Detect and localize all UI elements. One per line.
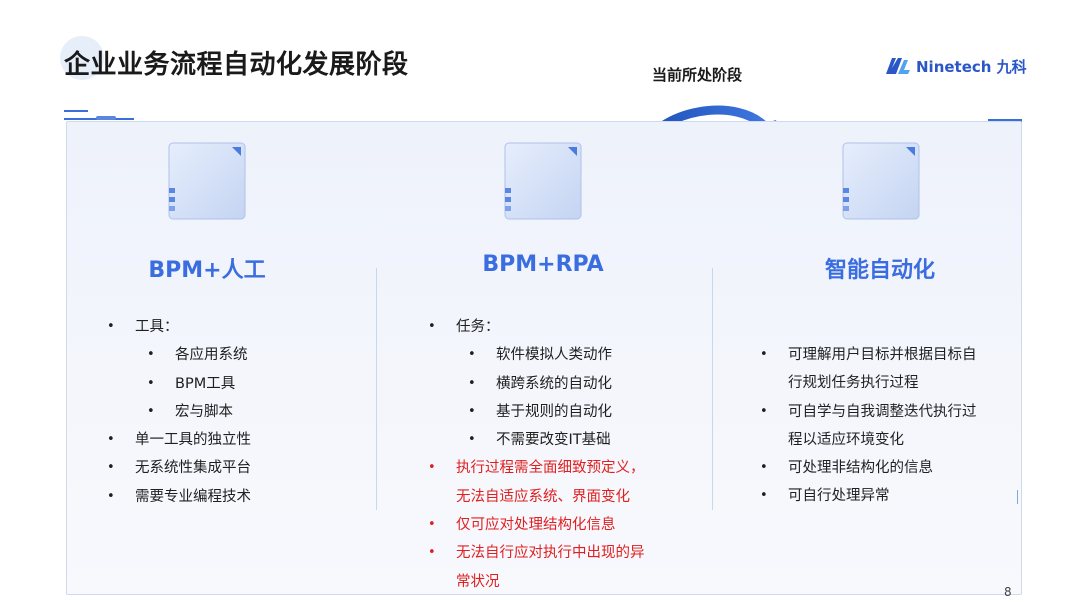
- list-item: 行规划任务执行过程: [788, 375, 919, 392]
- bullet-list-bpm-rpa: 任务： 软件模拟人类动作 横跨系统的自动化 基于规则的自动化 不需要改变IT基础…: [428, 313, 698, 596]
- column-title-intelligent-automation: 智能自动化: [824, 258, 935, 283]
- list-item: 软件模拟人类动作: [428, 341, 698, 370]
- list-item: 宏与脚本: [107, 398, 367, 427]
- list-item: 可自学与自我调整迭代执行过: [760, 398, 1010, 427]
- document-card-icon: [842, 142, 920, 220]
- page-title: 企业业务流程自动化发展阶段: [64, 50, 409, 80]
- company-logo: Ninetech 九科: [884, 52, 1027, 80]
- list-item: 程以适应环境变化: [788, 431, 904, 448]
- corner-decoration: [988, 119, 1022, 121]
- logo-text: Ninetech 九科: [916, 57, 1027, 76]
- list-item-warning: 常状况: [456, 573, 500, 590]
- list-item: 可理解用户目标并根据目标自: [760, 341, 1010, 370]
- list-item-warning: 仅可应对处理结构化信息: [428, 511, 698, 540]
- column-divider: [712, 268, 713, 510]
- corner-decoration: [64, 110, 88, 112]
- list-item: 不需要改变IT基础: [428, 426, 698, 455]
- list-item-warning: 无法自行应对执行中出现的异: [428, 539, 698, 568]
- list-item: 需要专业编程技术: [107, 483, 367, 512]
- list-item: 横跨系统的自动化: [428, 370, 698, 399]
- page-number: 8: [1004, 585, 1012, 599]
- list-item: 单一工具的独立性: [107, 426, 367, 455]
- document-card-icon: [504, 142, 582, 220]
- list-item-warning: 无法自适应系统、界面变化: [456, 488, 630, 505]
- list-item: 任务：: [428, 313, 698, 342]
- current-stage-label: 当前所处阶段: [652, 66, 743, 84]
- column-divider: [376, 268, 377, 510]
- ninetech-logo-icon: [886, 58, 910, 74]
- list-item: 各应用系统: [107, 341, 367, 370]
- document-card-icon: [168, 142, 246, 220]
- bullet-list-bpm-manual: 工具： 各应用系统 BPM工具 宏与脚本 单一工具的独立性 无系统性集成平台 需…: [107, 313, 367, 511]
- decorative-tick: [1017, 490, 1018, 504]
- list-item: 工具：: [107, 313, 367, 342]
- title-decoration-circle: [60, 36, 104, 80]
- list-item: 基于规则的自动化: [428, 398, 698, 427]
- corner-decoration: [96, 116, 116, 120]
- list-item: 可自行处理异常: [760, 482, 1010, 511]
- list-item-warning: 执行过程需全面细致预定义，: [428, 454, 698, 483]
- list-item: BPM工具: [107, 370, 367, 399]
- column-title-bpm-rpa: BPM+RPA: [482, 252, 604, 277]
- list-item: 可处理非结构化的信息: [760, 454, 1010, 483]
- list-item: 无系统性集成平台: [107, 454, 367, 483]
- column-title-bpm-manual: BPM+人工: [148, 258, 266, 283]
- bullet-list-intelligent-automation: 可理解用户目标并根据目标自 行规划任务执行过程 可自学与自我调整迭代执行过 程以…: [760, 341, 1010, 511]
